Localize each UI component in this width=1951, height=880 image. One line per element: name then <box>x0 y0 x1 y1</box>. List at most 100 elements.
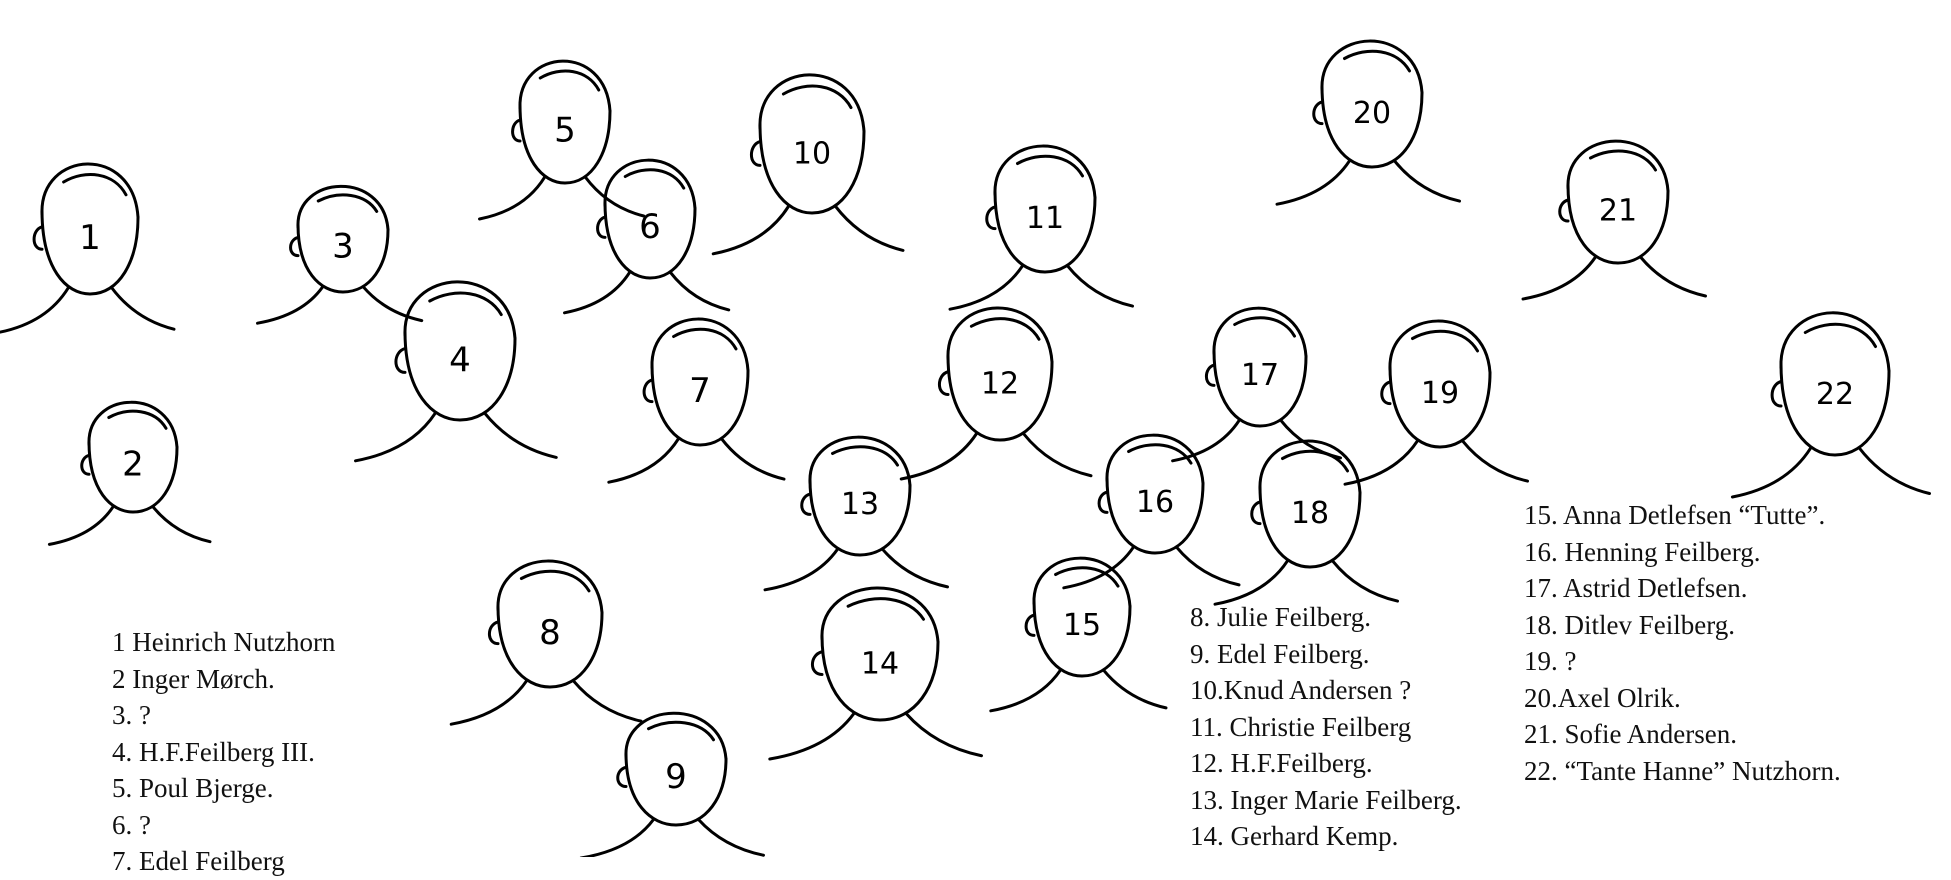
portrait-figure-9: 9 <box>581 713 764 857</box>
ear-outline <box>34 227 42 249</box>
ear-outline <box>1382 382 1390 404</box>
portrait-figure-8: 8 <box>451 561 641 724</box>
figure-number: 13 <box>841 487 879 522</box>
ear-outline <box>618 767 626 786</box>
ear-outline <box>1252 502 1260 524</box>
legend-entry-4: 4. H.F.Feilberg III. <box>112 734 335 771</box>
figure-number: 9 <box>665 757 687 797</box>
ear-outline <box>939 372 948 395</box>
figure-number: 2 <box>122 445 144 485</box>
legend-entry-10: 10.Knud Andersen ? <box>1190 672 1462 709</box>
figure-number: 12 <box>981 366 1019 401</box>
legend-entry-22: 22. “Tante Hanne” Nutzhorn. <box>1524 753 1841 790</box>
portrait-figure-2: 2 <box>49 402 210 544</box>
hair-outline <box>1781 313 1889 371</box>
figure-number: 6 <box>639 207 661 247</box>
legend-entry-1: 1 Heinrich Nutzhorn <box>112 624 335 661</box>
legend-entry-21: 21. Sofie Andersen. <box>1524 716 1841 753</box>
hair-outline <box>652 319 748 371</box>
hair-outline <box>1568 141 1668 191</box>
portrait-figure-15: 15 <box>991 558 1166 711</box>
legend-entry-6: 6. ? <box>112 807 335 844</box>
figure-number: 11 <box>1026 201 1064 236</box>
portrait-figure-7: 7 <box>609 319 784 482</box>
ear-outline <box>489 622 498 644</box>
portrait-figure-3: 3 <box>258 186 422 323</box>
ear-outline <box>1099 492 1107 512</box>
legend-entry-14: 14. Gerhard Kemp. <box>1190 818 1462 855</box>
portrait-figure-21: 21 <box>1523 141 1706 299</box>
legend-column-2: 8. Julie Feilberg. 9. Edel Feilberg. 10.… <box>1190 599 1462 855</box>
figure-number: 8 <box>539 613 561 653</box>
portrait-figure-22: 22 <box>1732 313 1929 497</box>
ear-outline <box>396 349 405 373</box>
hair-outline <box>605 160 695 208</box>
legend-column-3: 15. Anna Detlefsen “Tutte”. 16. Henning … <box>1524 497 1841 789</box>
hair-outline <box>42 164 138 217</box>
legend-entry-12: 12. H.F.Feilberg. <box>1190 745 1462 782</box>
hair-outline <box>822 588 938 642</box>
portrait-figure-14: 14 <box>770 588 982 759</box>
hair-outline <box>498 561 602 613</box>
legend-entry-16: 16. Henning Feilberg. <box>1524 534 1841 571</box>
figure-number: 14 <box>861 646 899 681</box>
portrait-figure-1: 1 <box>0 164 174 332</box>
ear-outline <box>812 652 822 675</box>
legend-entry-3: 3. ? <box>112 697 335 734</box>
ear-outline <box>291 237 298 255</box>
portrait-figure-13: 13 <box>765 437 948 590</box>
portrait-figure-19: 19 <box>1345 321 1528 484</box>
ear-outline <box>644 380 652 402</box>
portrait-figure-11: 11 <box>950 146 1133 309</box>
legend-entry-2: 2 Inger Mørch. <box>112 661 335 698</box>
portrait-figure-20: 20 <box>1277 41 1460 204</box>
figure-number: 1 <box>79 218 101 258</box>
hair-outline <box>1390 321 1490 373</box>
hair-outline <box>298 186 388 229</box>
portrait-figure-4: 4 <box>356 282 557 461</box>
hair-outline <box>1322 41 1422 93</box>
portrait-figure-16: 16 <box>1064 435 1239 588</box>
legend-entry-9: 9. Edel Feilberg. <box>1190 636 1462 673</box>
ear-outline <box>513 120 520 141</box>
legend-entry-5: 5. Poul Bjerge. <box>112 770 335 807</box>
figure-number: 5 <box>554 111 576 151</box>
legend-entry-18: 18. Ditlev Feilberg. <box>1524 607 1841 644</box>
ear-outline <box>1026 615 1034 635</box>
hair-outline <box>405 282 515 339</box>
figure-number: 21 <box>1599 194 1637 229</box>
portrait-figure-12: 12 <box>901 308 1091 479</box>
hair-outline <box>760 75 864 132</box>
legend-entry-11: 11. Christie Feilberg <box>1190 709 1462 746</box>
figure-number: 4 <box>449 341 471 381</box>
ear-outline <box>1560 200 1568 221</box>
figure-number: 15 <box>1063 608 1101 643</box>
hair-outline <box>810 437 910 485</box>
legend-entry-20: 20.Axel Olrik. <box>1524 680 1841 717</box>
legend-entry-7: 7. Edel Feilberg <box>112 843 335 880</box>
figure-number: 3 <box>332 226 354 266</box>
portrait-figure-10: 10 <box>713 75 903 254</box>
figure-number: 18 <box>1291 496 1329 531</box>
portrait-figure-18: 18 <box>1215 441 1398 604</box>
ear-outline <box>987 207 995 229</box>
hair-outline <box>995 146 1095 198</box>
hair-outline <box>1107 435 1203 483</box>
portrait-figure-17: 17 <box>1173 308 1341 461</box>
ear-outline <box>802 494 810 514</box>
hair-outline <box>1214 308 1306 356</box>
figure-number: 17 <box>1241 358 1279 393</box>
hair-outline <box>520 61 610 111</box>
hair-outline <box>948 308 1052 362</box>
legend-column-1: 1 Heinrich Nutzhorn 2 Inger Mørch. 3. ? … <box>112 624 335 880</box>
legend-entry-13: 13. Inger Marie Feilberg. <box>1190 782 1462 819</box>
figure-number: 10 <box>793 137 831 172</box>
legend-entry-19: 19. ? <box>1524 643 1841 680</box>
ear-outline <box>751 142 760 166</box>
ear-outline <box>598 217 605 237</box>
portrait-figure-5: 5 <box>480 61 644 219</box>
figure-number: 19 <box>1421 376 1459 411</box>
figure-number: 7 <box>689 371 711 411</box>
figure-number: 20 <box>1353 96 1391 131</box>
